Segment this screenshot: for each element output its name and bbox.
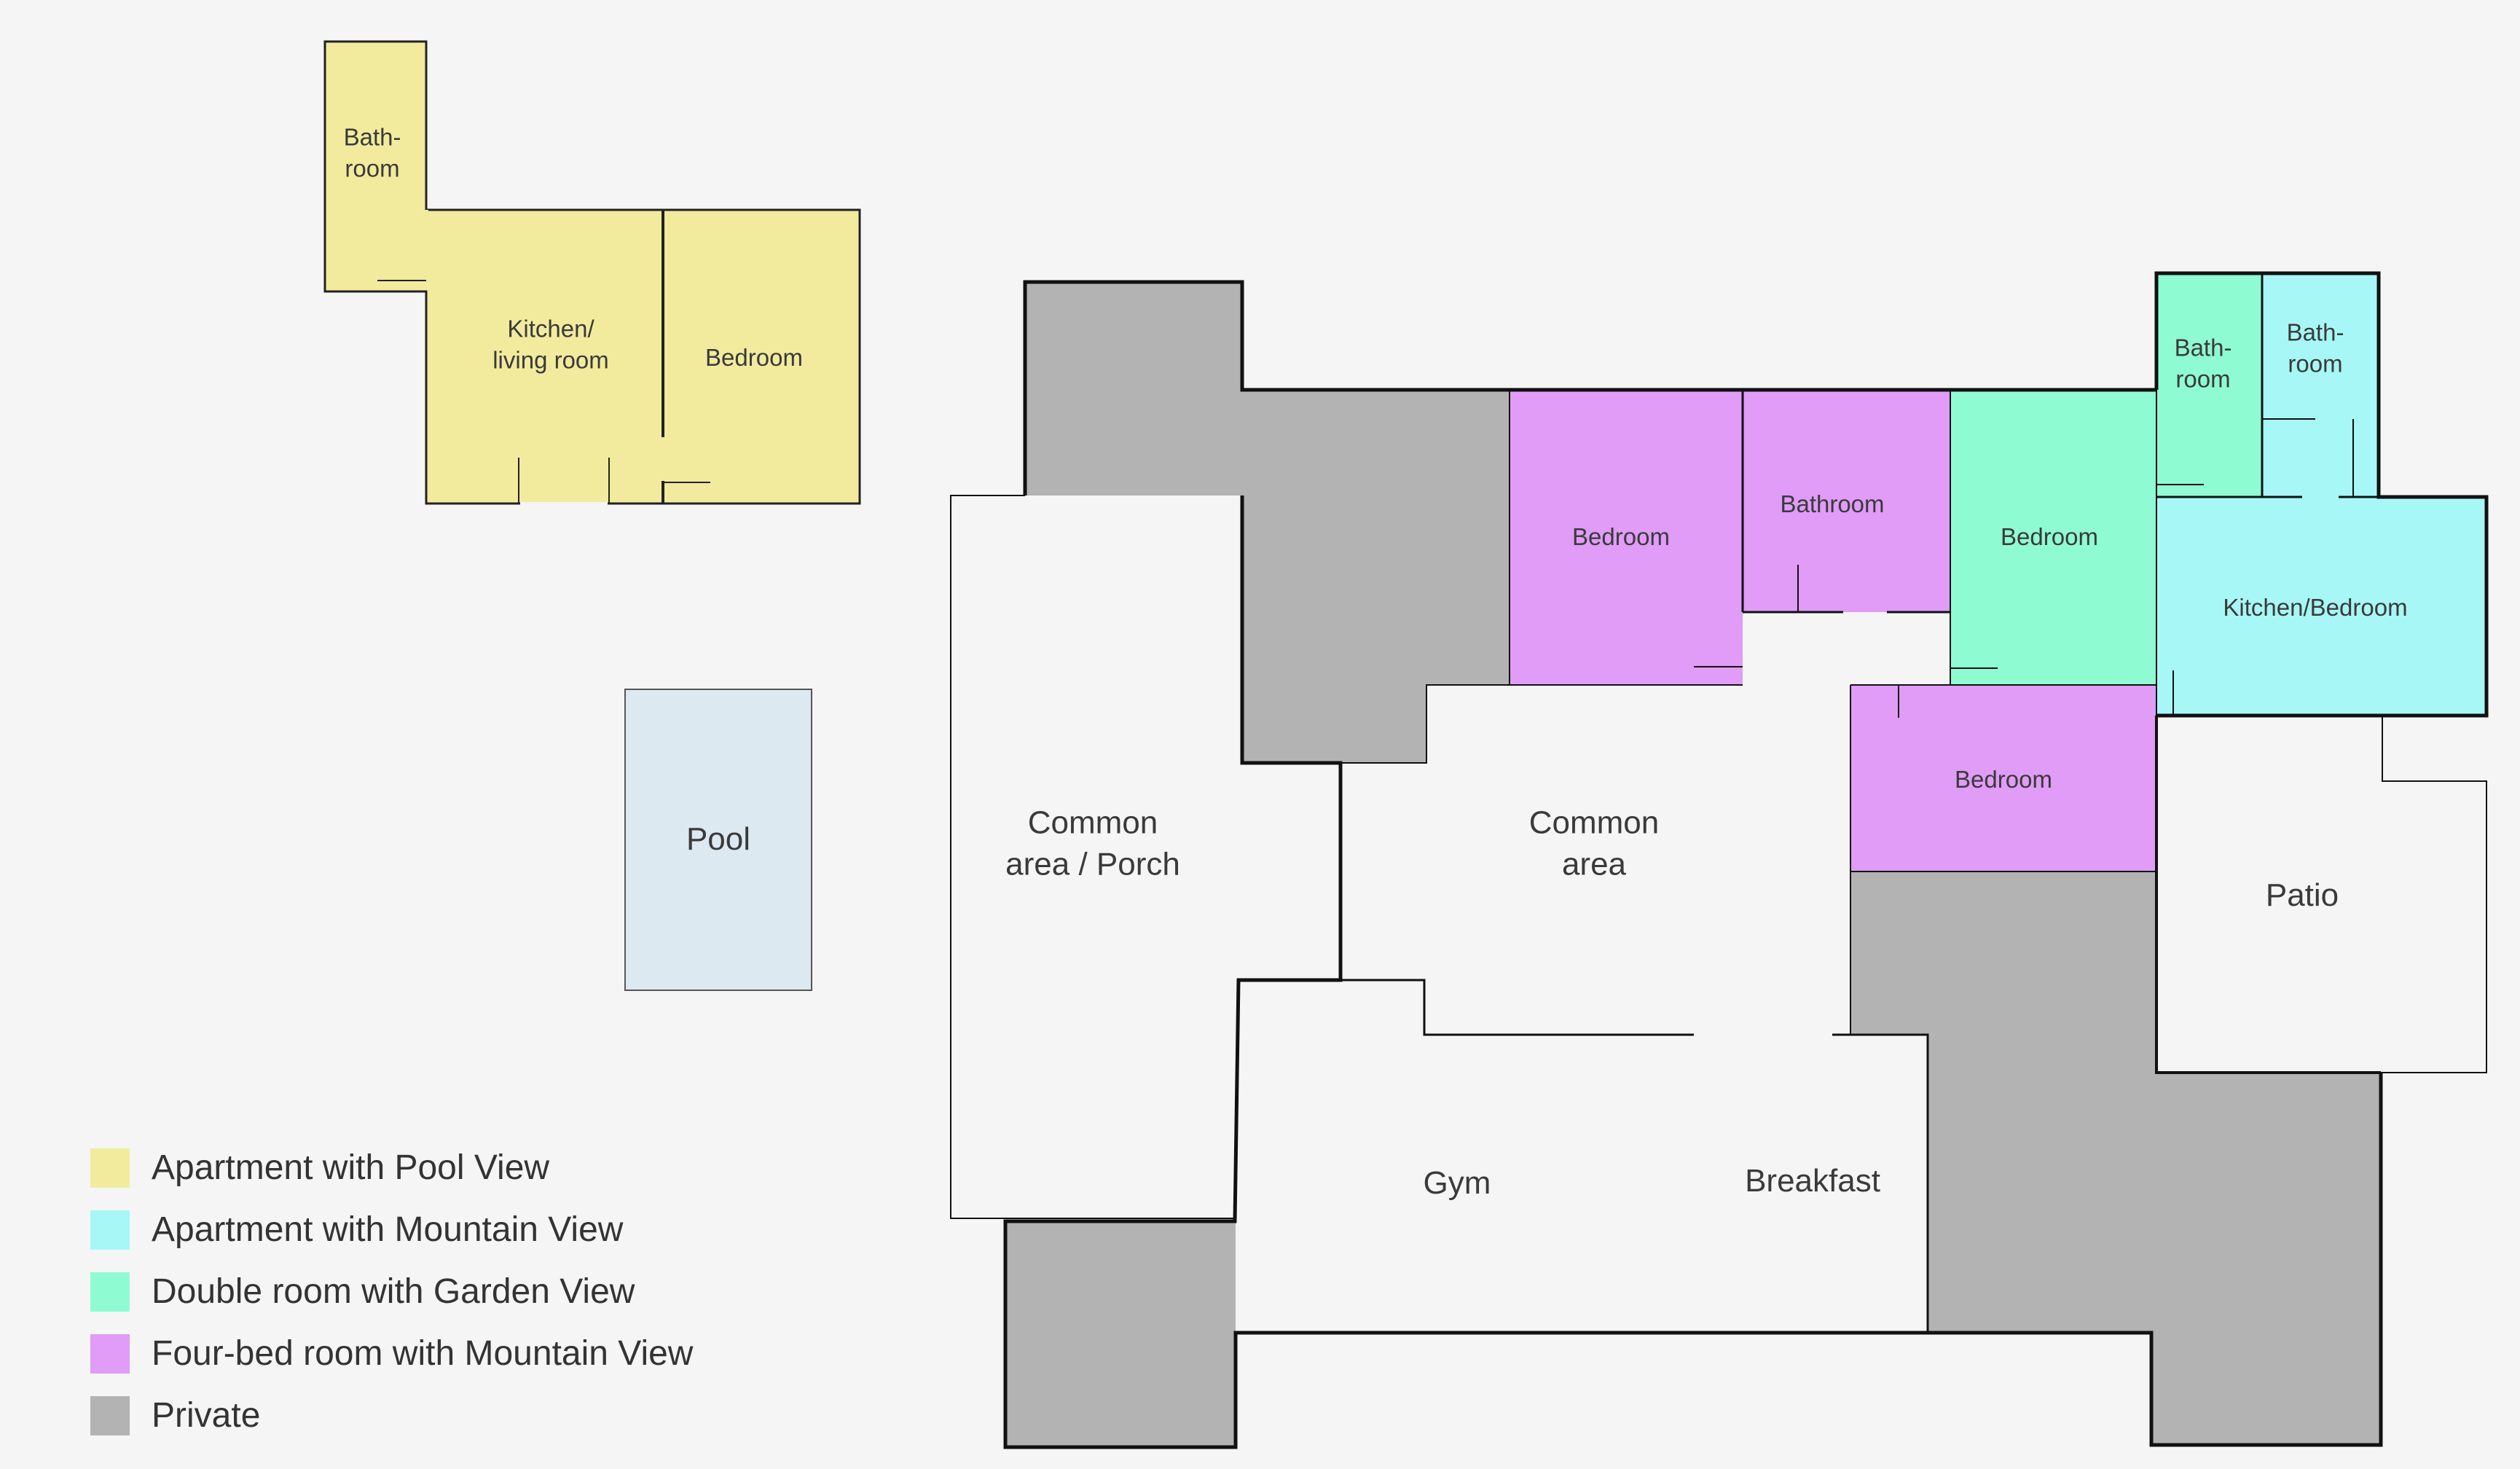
legend-label: Apartment with Mountain View bbox=[152, 1210, 624, 1249]
breakfast-label: Breakfast bbox=[1745, 1163, 1880, 1199]
pool-apt-shape bbox=[323, 40, 861, 505]
legend-swatch bbox=[90, 1395, 130, 1435]
private-area-right bbox=[1850, 871, 2381, 1445]
legend-item-pool-view: Apartment with Pool View bbox=[90, 1137, 693, 1199]
patio-label: Patio bbox=[2266, 877, 2339, 913]
gym-label: Gym bbox=[1424, 1165, 1491, 1201]
legend-label: Double room with Garden View bbox=[152, 1272, 635, 1311]
legend-label: Private bbox=[152, 1396, 261, 1435]
fourbed-bedroom-lower-label: Bedroom bbox=[1955, 766, 2052, 793]
pool: Pool bbox=[624, 689, 812, 991]
legend-item-private: Private bbox=[90, 1384, 693, 1446]
pool-apt-bedroom-label: Bedroom bbox=[705, 344, 803, 371]
garden-bedroom-label: Bedroom bbox=[2001, 523, 2098, 550]
garden-bedroom bbox=[1950, 390, 2156, 685]
legend-swatch bbox=[90, 1210, 130, 1250]
pool-apt-bathroom-label: Bath-room bbox=[344, 124, 401, 182]
pool-label: Pool bbox=[686, 821, 750, 857]
legend-item-garden-room: Double room with Garden View bbox=[90, 1261, 693, 1323]
rooms bbox=[1510, 273, 2486, 871]
garden-bathroom-label: Bath-room bbox=[2175, 334, 2232, 393]
legend-label: Four-bed room with Mountain View bbox=[152, 1334, 694, 1373]
garden-bathroom bbox=[2156, 273, 2262, 497]
fourbed-bathroom-label: Bathroom bbox=[1780, 490, 1884, 517]
gym-partition bbox=[1239, 979, 1694, 1036]
breakfast-partition bbox=[1832, 1033, 1929, 1333]
legend-item-four-bed: Four-bed room with Mountain View bbox=[90, 1323, 693, 1384]
patio-outline-thin bbox=[2381, 716, 2487, 1073]
fourbed-bedroom-lower bbox=[1850, 685, 2156, 871]
mountain-kitchen bbox=[2156, 497, 2486, 716]
interior-wall-grey-edge bbox=[1242, 684, 1510, 764]
pool-apt-kitchen-label: Kitchen/living room bbox=[492, 316, 609, 374]
outer-wall-left-block bbox=[1003, 495, 2383, 1449]
private-areas bbox=[1005, 282, 2381, 1447]
fourbed-bedroom bbox=[1510, 390, 1743, 685]
legend-label: Apartment with Pool View bbox=[152, 1148, 550, 1187]
pool-view-apartment: Bath-room Kitchen/living room Bedroom bbox=[323, 40, 861, 505]
pool-shape bbox=[624, 689, 812, 991]
legend-swatch bbox=[90, 1148, 130, 1188]
fourbed-bathroom bbox=[1743, 390, 1950, 612]
mountain-bathroom-label: Bath-room bbox=[2287, 319, 2344, 377]
legend-swatch bbox=[90, 1272, 130, 1312]
legend-item-mountain-apartment: Apartment with Mountain View bbox=[90, 1199, 693, 1261]
mountain-kitchen-label: Kitchen/Bedroom bbox=[2223, 594, 2407, 621]
porch-outline bbox=[950, 495, 1235, 1219]
fourbed-bedroom-label: Bedroom bbox=[1572, 523, 1670, 550]
outer-wall-top-left bbox=[1023, 280, 2156, 495]
legend-swatch bbox=[90, 1333, 130, 1374]
legend: Apartment with Pool View Apartment with … bbox=[90, 1137, 693, 1446]
private-area-top-left bbox=[1025, 282, 1510, 763]
private-area-bottom-left bbox=[1005, 1221, 1236, 1447]
walls bbox=[950, 271, 2489, 1449]
patio-outline-bold bbox=[2155, 716, 2381, 1074]
mountain-bathroom bbox=[2262, 273, 2379, 497]
